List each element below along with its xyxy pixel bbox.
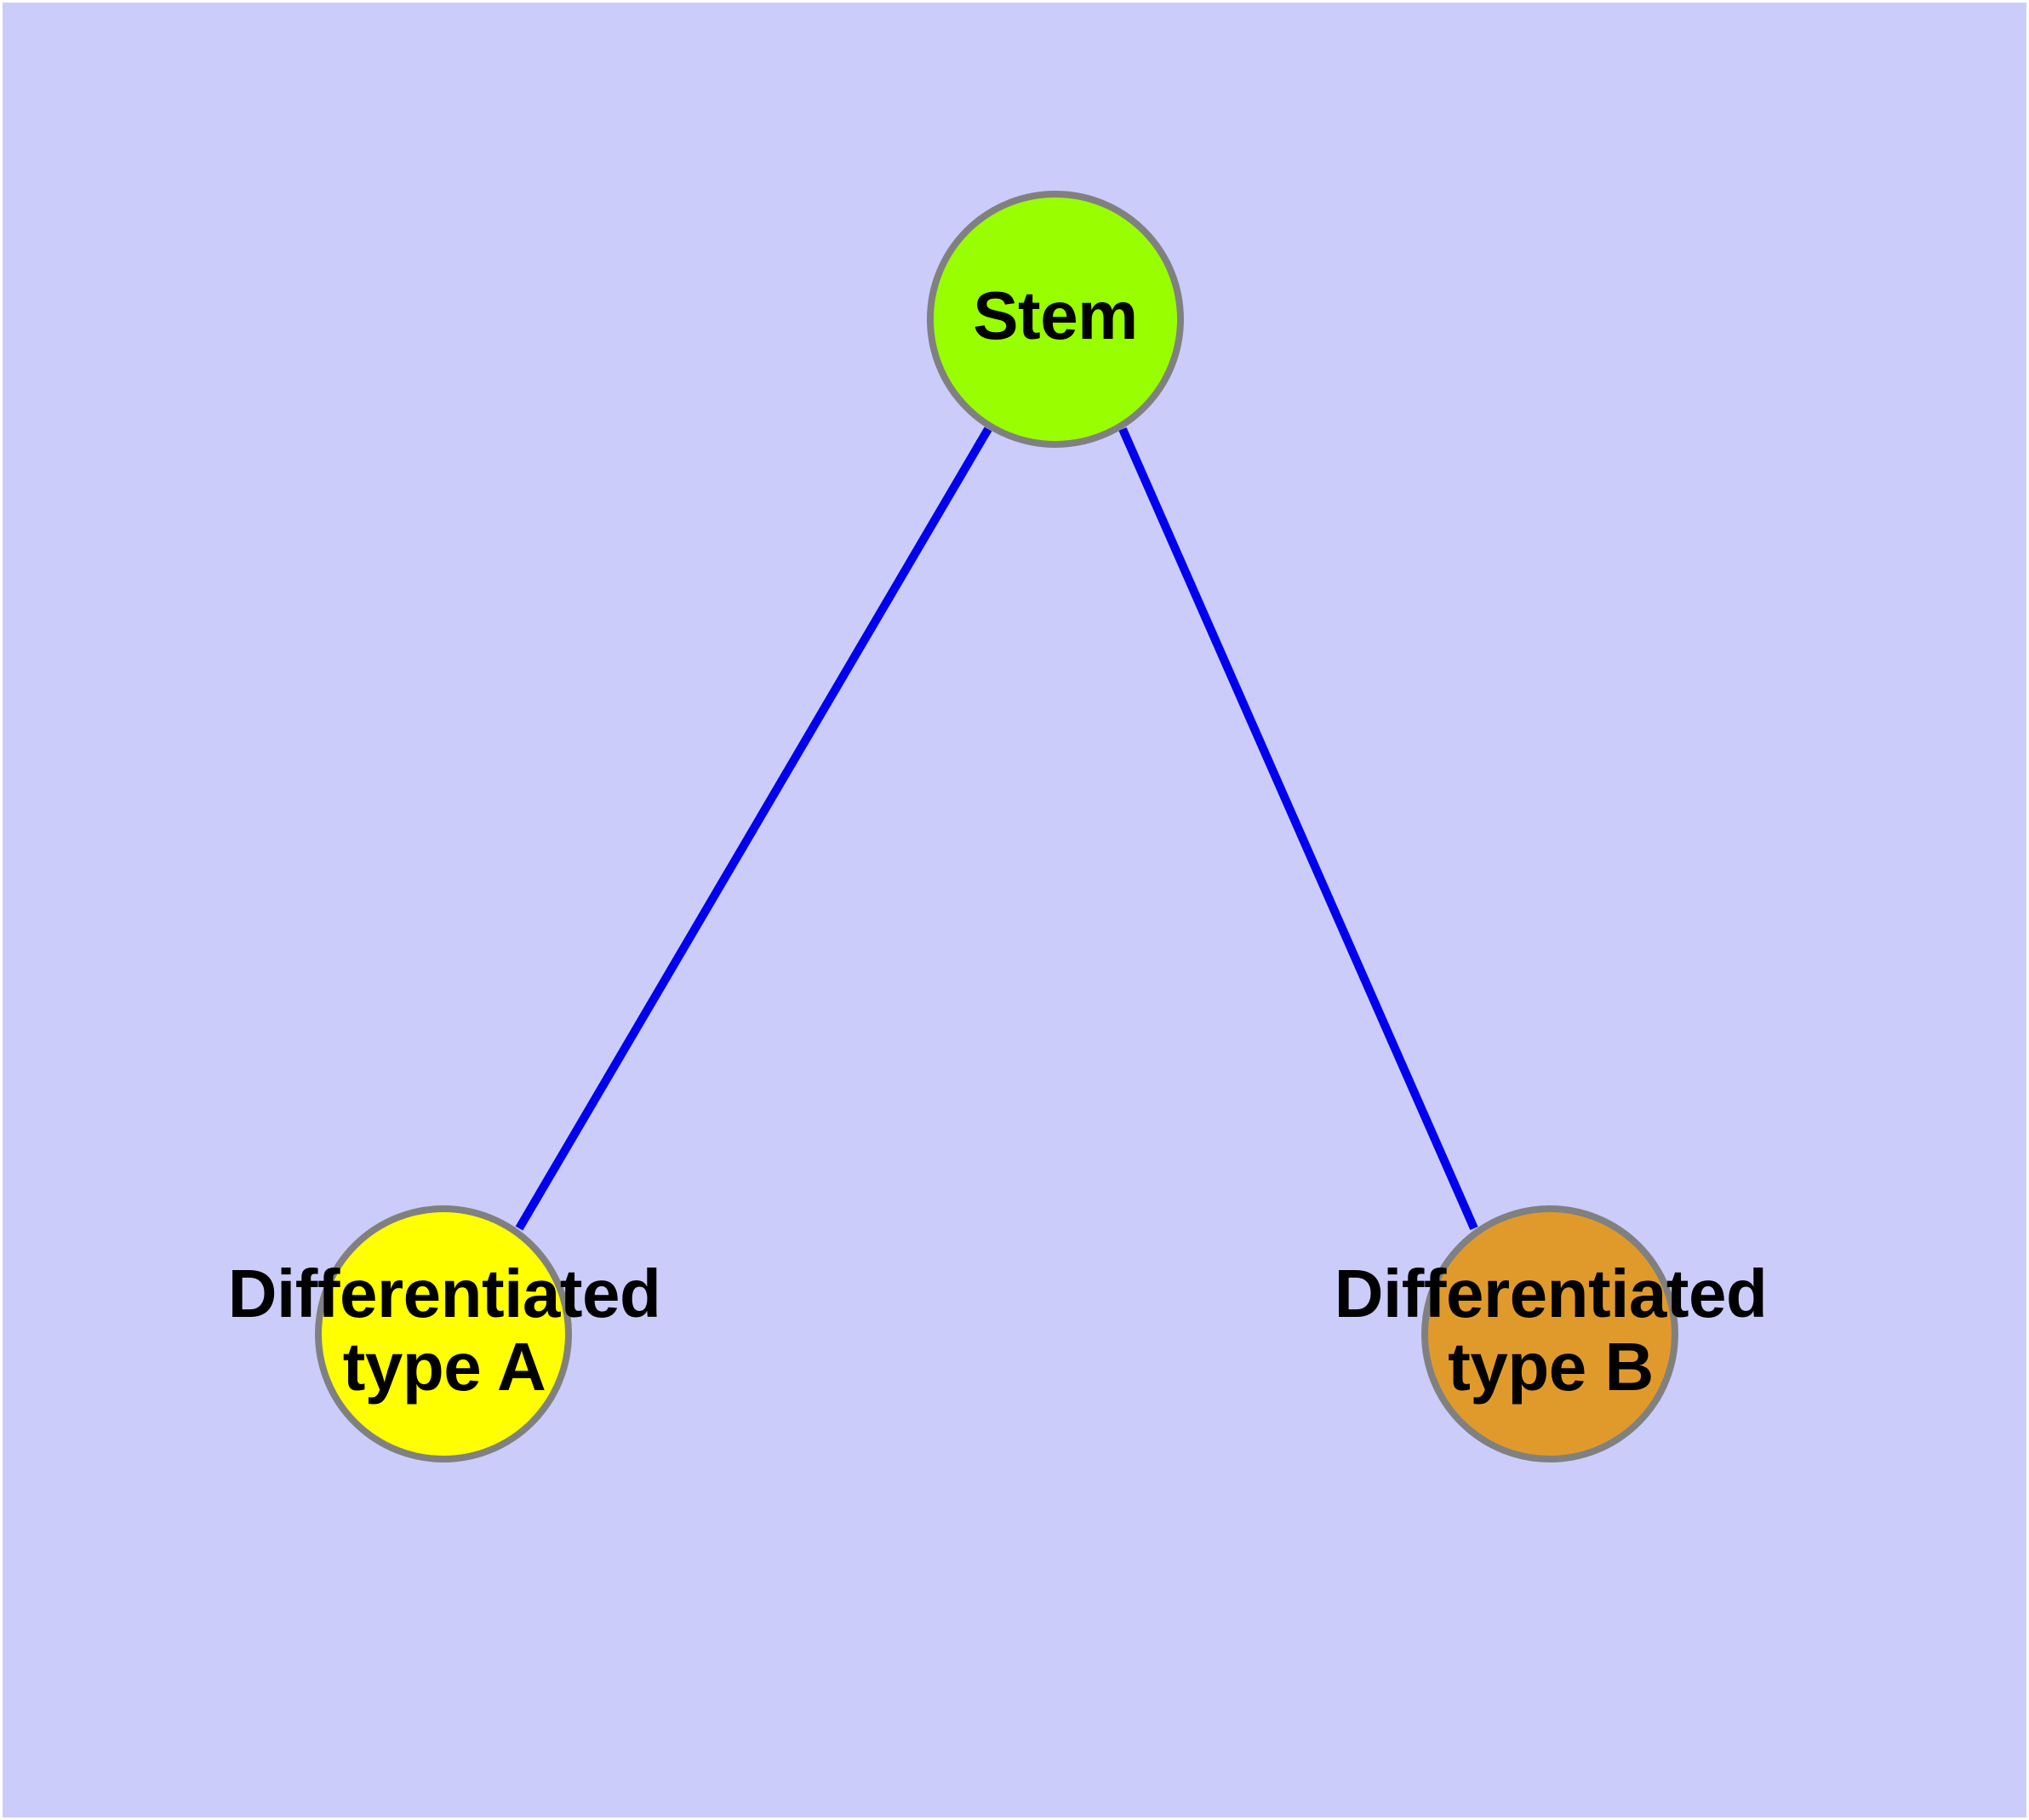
node-stem[interactable] bbox=[927, 191, 1184, 448]
node-differentiated-type-a[interactable] bbox=[315, 1205, 572, 1462]
edge-stem-to-type-b bbox=[1118, 426, 1478, 1231]
node-differentiated-type-b[interactable] bbox=[1421, 1205, 1678, 1462]
edge-stem-to-type-a bbox=[515, 426, 992, 1231]
